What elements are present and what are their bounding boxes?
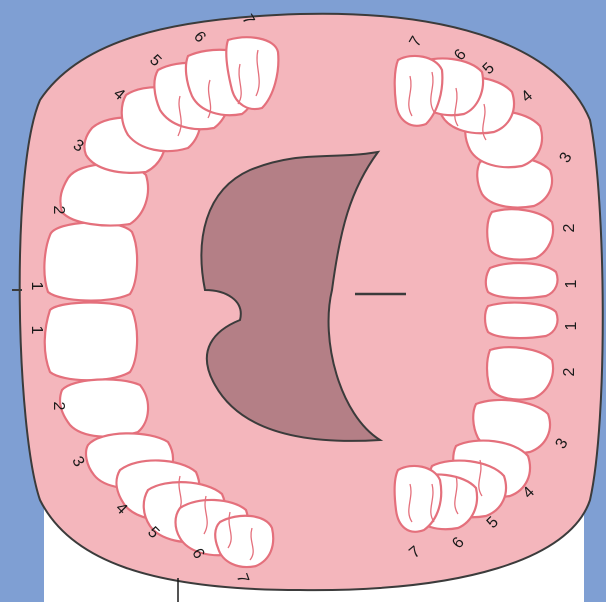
label-upper-right-1: 1: [563, 279, 580, 288]
label-upper-right-2: 2: [561, 223, 578, 232]
label-upper-left-2: 2: [50, 206, 67, 215]
label-upper-left-1: 1: [28, 282, 45, 291]
label-lower-left-1: 1: [28, 326, 45, 335]
tooth-right-upper-1: [486, 263, 558, 298]
tooth-left-lower-2: [60, 379, 148, 436]
tooth-right-upper-2: [487, 209, 553, 259]
tooth-right-lower-1: [485, 303, 558, 338]
tooth-left-upper-1: [44, 223, 137, 301]
tooth-right-lower-2: [487, 347, 553, 399]
label-lower-left-2: 2: [50, 402, 67, 411]
tooth-left-lower-7: [215, 516, 273, 567]
tooth-left-lower-1: [45, 303, 137, 381]
label-lower-right-2: 2: [561, 367, 578, 376]
label-lower-right-1: 1: [563, 321, 580, 330]
